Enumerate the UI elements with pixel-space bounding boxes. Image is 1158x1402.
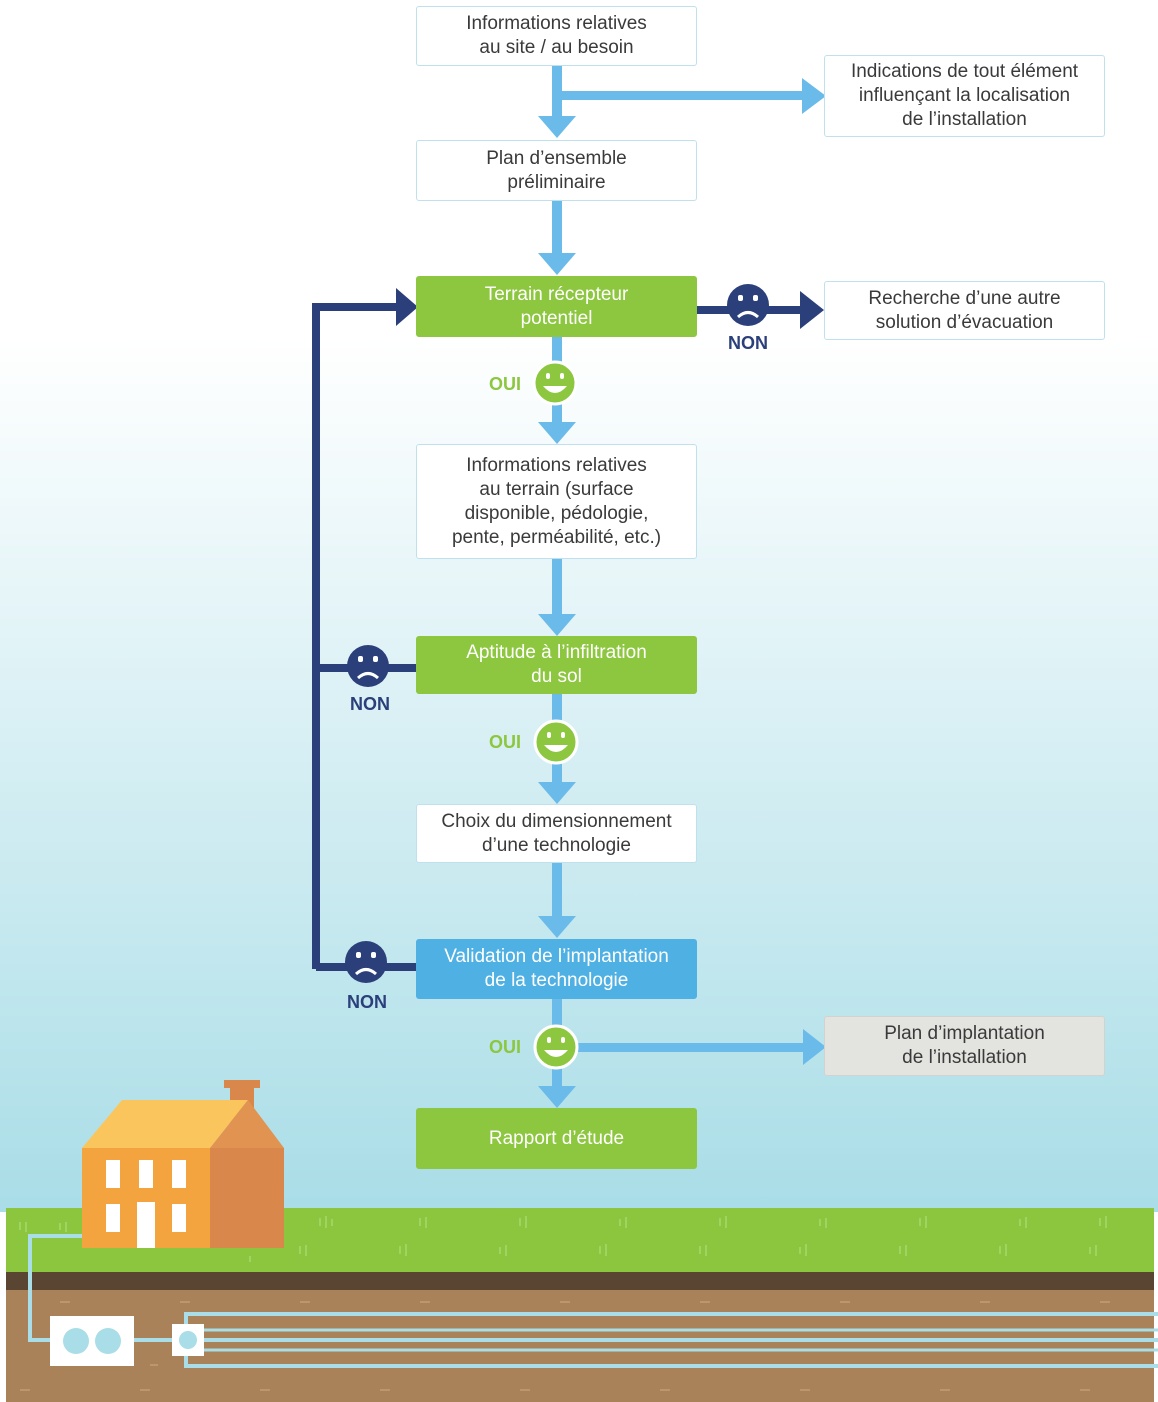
smiley-sad-icon — [347, 645, 389, 687]
smiley-happy-icon — [533, 1024, 579, 1070]
box-potential-land: Terrain récepteur potentiel — [416, 276, 697, 337]
distribution-box-icon — [172, 1324, 204, 1356]
house-illustration — [82, 1080, 284, 1248]
non-label-2: NON — [350, 694, 390, 714]
box-location-factors-text: Indications de tout élément influençant … — [850, 61, 1079, 130]
non-label-1: NON — [728, 333, 768, 353]
box-soil-infiltration-text: Aptitude à l’infiltration du sol — [466, 642, 647, 687]
ground — [6, 1208, 1154, 1402]
smiley-sad-icon — [345, 941, 387, 983]
box-land-info: Informations relatives au terrain (surfa… — [416, 444, 697, 559]
box-preliminary-plan: Plan d’ensemble préliminaire — [416, 140, 697, 201]
box-technology-sizing-text: Choix du dimensionnement d’une technolog… — [441, 810, 672, 856]
smiley-sad-icon — [727, 284, 769, 326]
oui-label-2: OUI — [488, 732, 521, 752]
box-potential-land-text: Terrain récepteur potentiel — [484, 283, 629, 329]
box-implantation-plan: Plan d’implantation de l’installation — [824, 1016, 1105, 1076]
box-implantation-plan-text: Plan d’implantation de l’installation — [884, 1023, 1045, 1068]
oui-label-3: OUI — [488, 1037, 521, 1057]
smiley-happy-icon — [533, 719, 579, 765]
oui-label-1: OUI — [488, 374, 521, 394]
non-label-3: NON — [347, 992, 387, 1012]
box-study-report-text: Rapport d’étude — [488, 1127, 625, 1149]
box-site-info: Informations relatives au site / au beso… — [416, 6, 697, 66]
box-land-info-text: Informations relatives au terrain (surfa… — [451, 454, 662, 548]
grass-tufts — [19, 1216, 1107, 1262]
box-preliminary-plan-text: Plan d’ensemble préliminaire — [486, 147, 627, 193]
box-implantation-validation-text: Validation de l’implantation de la techn… — [444, 946, 669, 991]
box-location-factors: Indications de tout élément influençant … — [824, 55, 1105, 137]
box-implantation-validation: Validation de l’implantation de la techn… — [416, 939, 697, 999]
box-other-solution-text: Recherche d’une autre solution d’évacuat… — [868, 287, 1061, 333]
septic-tank-icon — [50, 1316, 134, 1366]
box-soil-infiltration: Aptitude à l’infiltration du sol — [416, 636, 697, 694]
box-site-info-text: Informations relatives au site / au beso… — [466, 13, 647, 58]
sky-background — [0, 0, 1158, 1212]
smiley-happy-icon — [532, 360, 578, 406]
box-technology-sizing: Choix du dimensionnement d’une technolog… — [416, 804, 697, 863]
box-other-solution: Recherche d’une autre solution d’évacuat… — [824, 281, 1105, 340]
box-study-report: Rapport d’étude — [416, 1108, 697, 1169]
